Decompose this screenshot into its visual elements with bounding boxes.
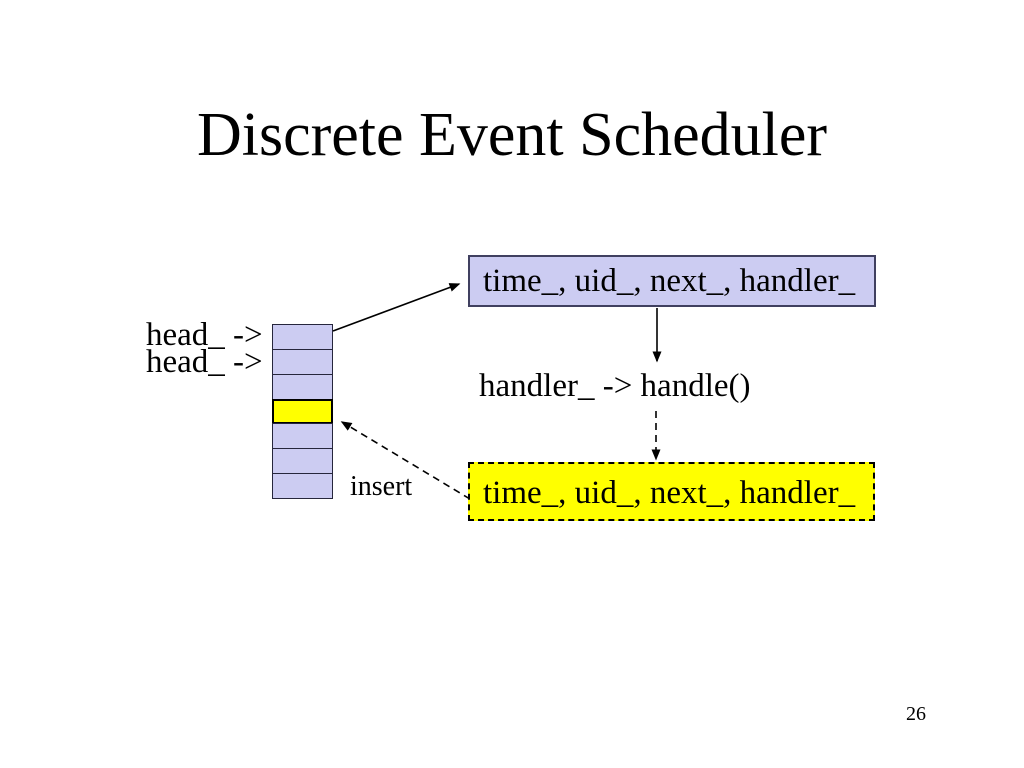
head-pointer-label-2: head_ -> [146,344,263,380]
event-record-box: time_, uid_, next_, handler_ [468,255,876,307]
insert-label: insert [350,471,413,502]
head-pointer-label-1: head_ -> [146,317,263,353]
queue-cell [272,448,333,474]
event-queue [272,324,333,499]
queue-cell [272,423,333,449]
queue-cell [272,374,333,400]
queue-cell-highlighted [272,399,333,424]
queue-cell [272,324,333,350]
page-number: 26 [906,703,926,725]
queue-to-record-arrow [332,283,461,332]
queue-cell [272,349,333,375]
slide-title: Discrete Event Scheduler [196,101,828,169]
queue-cell [272,473,333,499]
new-event-box: time_, uid_, next_, handler_ [468,462,875,521]
handler-call-label: handler_ -> handle() [479,368,751,404]
